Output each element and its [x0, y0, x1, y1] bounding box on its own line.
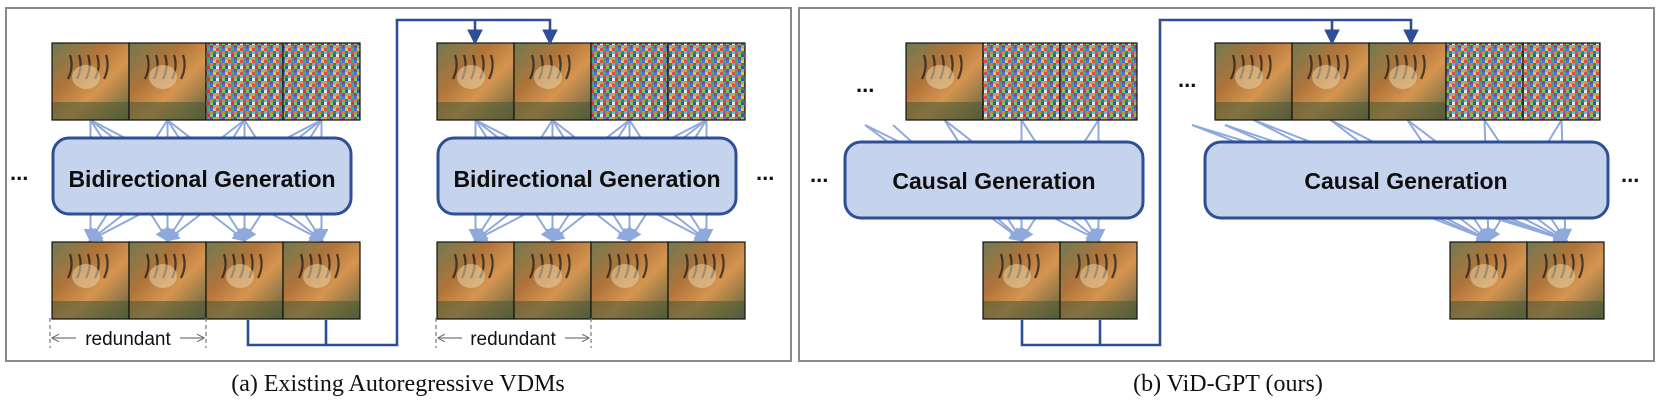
- input-frame-a2-4: [667, 42, 746, 121]
- ellipsis-b1-top: ...: [856, 72, 874, 97]
- ellipsis-b2-top: ...: [1178, 67, 1196, 92]
- ellipsis-b1-left: ...: [810, 162, 828, 187]
- panel-a-border: [5, 7, 792, 362]
- output-frame-a1-4: [282, 241, 361, 320]
- input-frame-b2-3: [1368, 42, 1447, 121]
- caption-b: (b) ViD-GPT (ours): [1133, 371, 1323, 397]
- input-frame-b1-2: [982, 42, 1061, 121]
- ellipsis-a-left: ...: [10, 160, 28, 185]
- connectors-layer: [246, 18, 1419, 347]
- output-frame-a2-2: [513, 241, 592, 320]
- frames-layer: [51, 42, 1605, 320]
- box-label-a2: Bidirectional Generation: [453, 166, 720, 192]
- output-frame-b2-1: [1449, 241, 1528, 320]
- output-frame-a1-2: [128, 241, 207, 320]
- input-frame-b1-1: [905, 42, 984, 121]
- ellipsis-b2-right: ...: [1621, 162, 1639, 187]
- redundant-label-a2: redundant: [470, 329, 556, 350]
- generation-box-a1: [51, 136, 353, 216]
- input-frame-a2-2: [513, 42, 592, 121]
- input-frame-a1-2: [128, 42, 207, 121]
- panel-b-border: [798, 7, 1655, 362]
- output-frame-a1-1: [51, 241, 130, 320]
- feedback-connector-a: [246, 18, 558, 347]
- input-frame-a1-4: [282, 42, 361, 121]
- output-frame-a1-3: [205, 241, 284, 320]
- boxes-layer: [51, 136, 1610, 220]
- generation-box-b1: [843, 140, 1145, 220]
- output-frame-a2-1: [436, 241, 515, 320]
- feedback-connector-b: [1020, 18, 1419, 347]
- input-frame-a2-3: [590, 42, 669, 121]
- ellipsis-a-right: ...: [756, 160, 774, 185]
- output-frame-b2-2: [1526, 241, 1605, 320]
- output-frame-a2-3: [590, 241, 669, 320]
- redundant-marker-a2: redundant: [435, 318, 592, 350]
- generation-box-a2: [436, 136, 738, 216]
- generation-box-b2: [1203, 140, 1610, 220]
- input-frame-b2-1: [1214, 42, 1293, 121]
- output-frame-b1-2: [1059, 241, 1138, 320]
- input-frame-a1-3: [205, 42, 284, 121]
- input-frame-b1-3: [1059, 42, 1138, 121]
- caption-a: (a) Existing Autoregressive VDMs: [231, 371, 565, 397]
- input-frame-b2-4: [1445, 42, 1524, 121]
- box-label-b1: Causal Generation: [892, 168, 1095, 194]
- box-label-a1: Bidirectional Generation: [68, 166, 335, 192]
- output-frame-b1-1: [982, 241, 1061, 320]
- box-label-b2: Causal Generation: [1304, 168, 1507, 194]
- redundant-label-a1: redundant: [85, 329, 171, 350]
- output-frame-a2-4: [667, 241, 746, 320]
- input-frame-a2-1: [436, 42, 515, 121]
- input-frame-b2-2: [1291, 42, 1370, 121]
- input-frame-a1-1: [51, 42, 130, 121]
- input-frame-b2-5: [1522, 42, 1601, 121]
- redundant-marker-a1: redundant: [49, 318, 207, 350]
